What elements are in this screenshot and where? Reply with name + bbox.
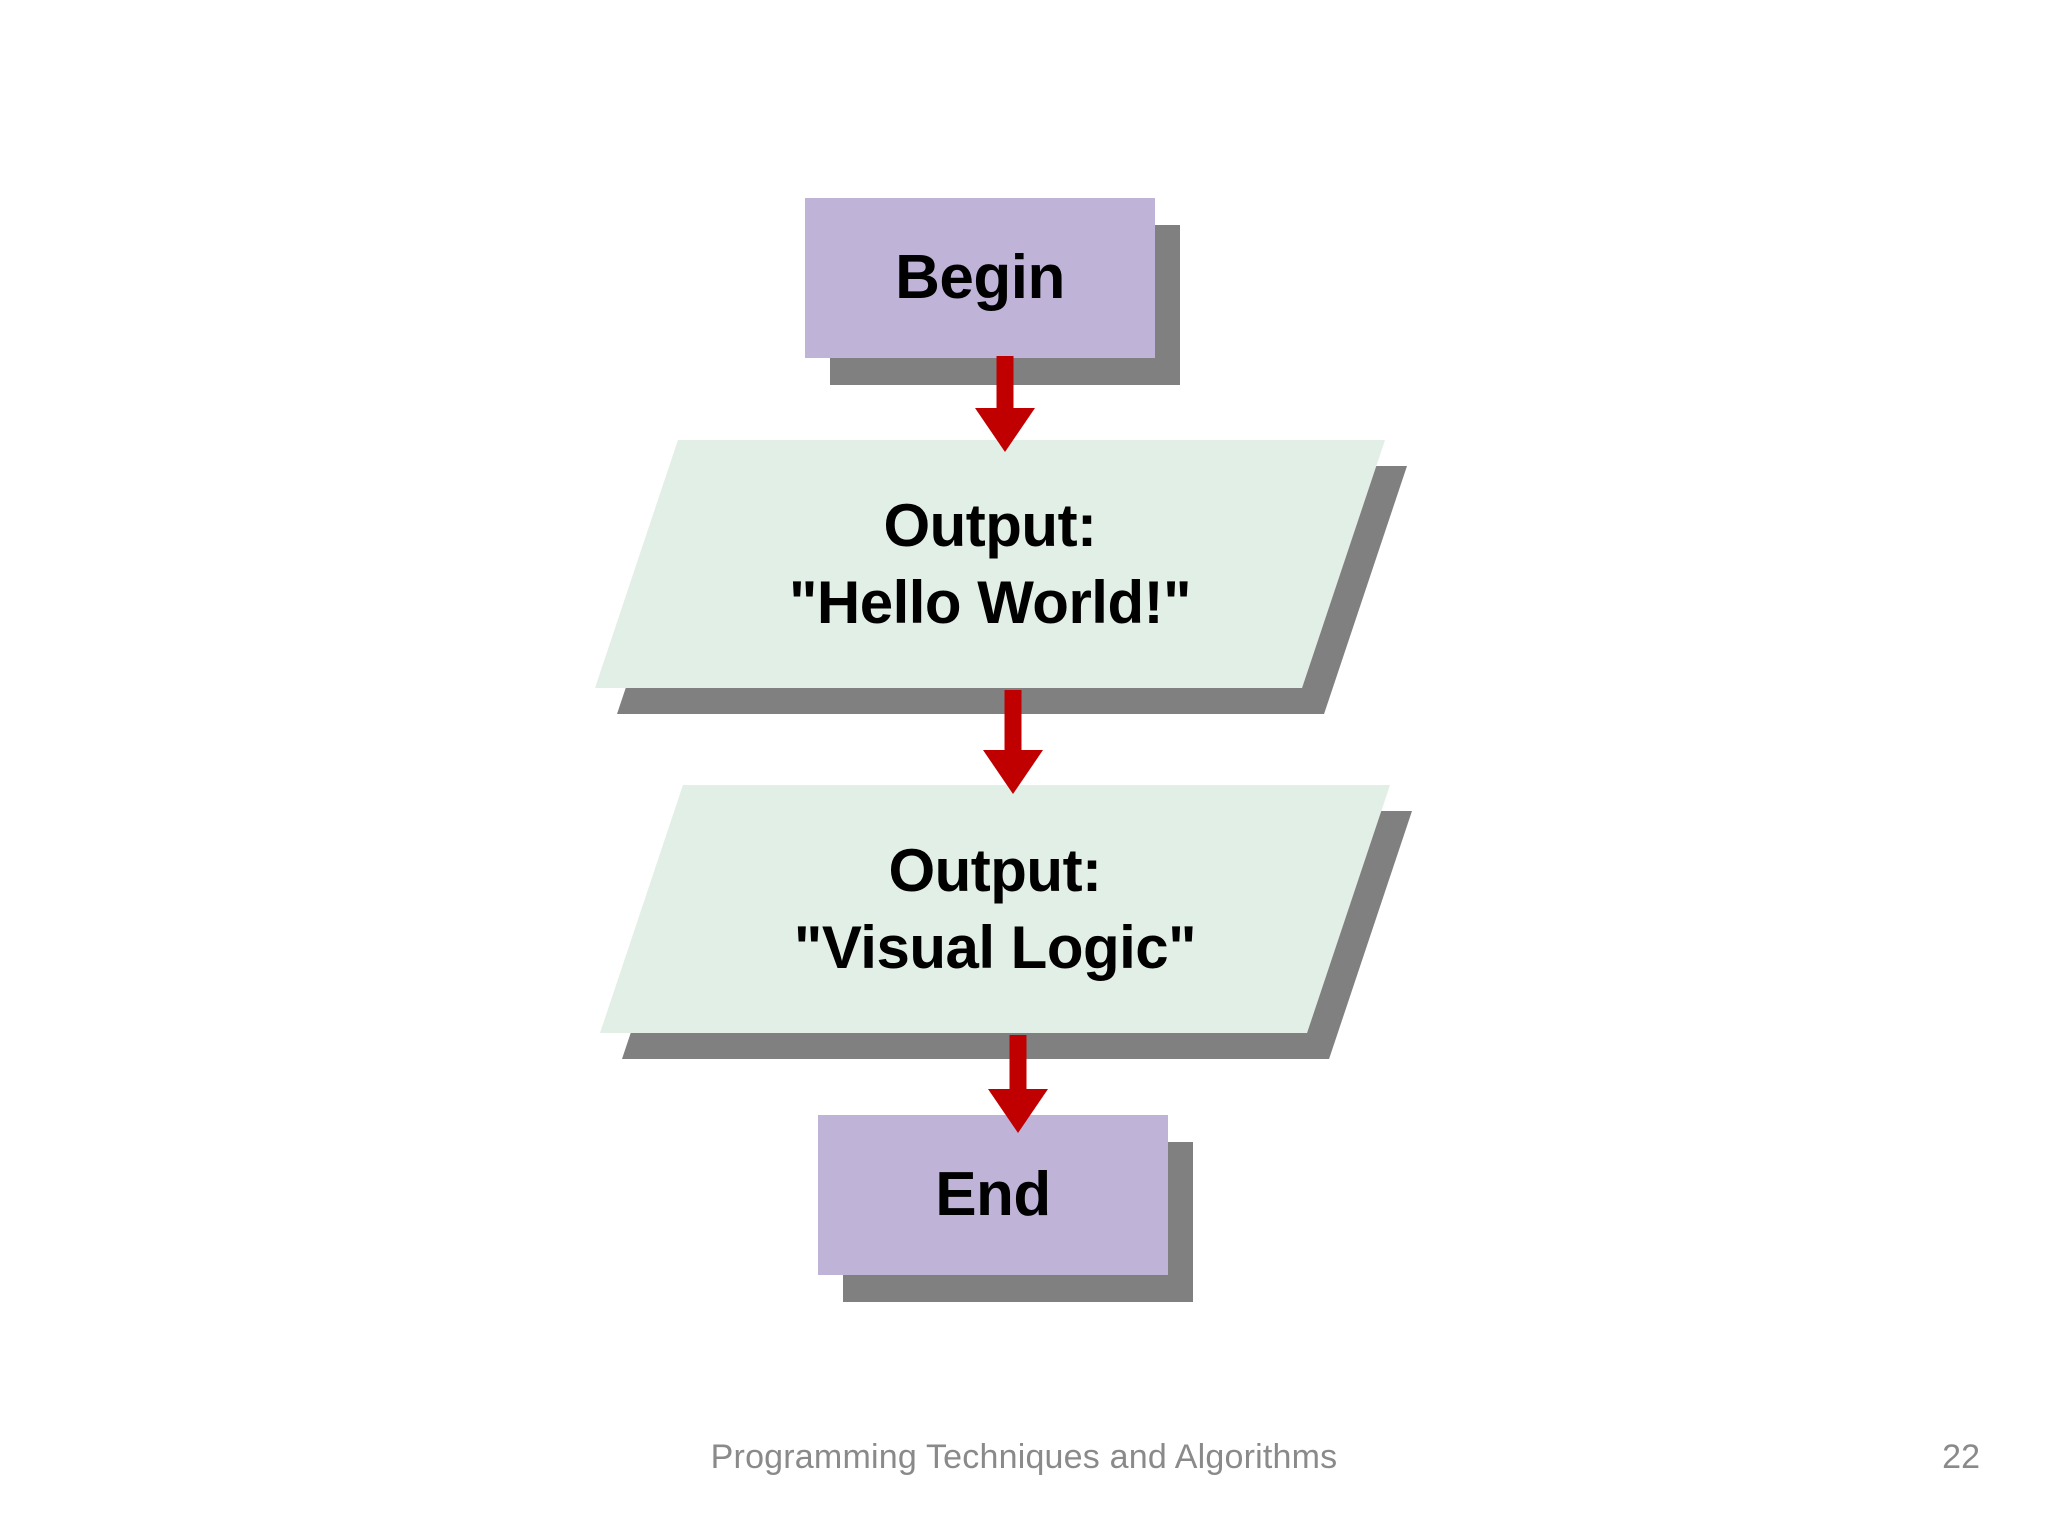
node-label-line2: "Hello World!" [788,569,1192,636]
arrow-head-icon [988,1089,1048,1133]
slide-footer: Programming Techniques and Algorithms 22 [0,1438,2048,1494]
flowchart-node-begin[interactable]: Begin [805,198,1180,385]
node-label-line1: Output: [888,836,1102,904]
footer-title: Programming Techniques and Algorithms [710,1438,1338,1476]
node-label-begin: Begin [895,243,1065,313]
arrow-stem [1004,690,1022,752]
connector-arrow-output2-to-end [988,1035,1048,1133]
slide-page-number: 22 [1942,1438,1980,1476]
node-fill [600,785,1390,1033]
node-label-output1: Output: "Hello World!" [595,440,1385,688]
node-fill [818,1115,1168,1275]
arrow-head-icon [983,750,1043,794]
node-label-line2: "Visual Logic" [793,914,1197,981]
connector-arrow-begin-to-output1 [975,356,1035,452]
node-label-line1: Output: [883,491,1097,559]
arrow-head-icon [975,408,1035,452]
flowchart-node-output2[interactable]: Output: "Visual Logic" [600,785,1412,1059]
flowchart-node-end[interactable]: End [818,1115,1193,1302]
arrow-stem [1009,1035,1027,1091]
node-label-end: End [935,1160,1051,1230]
node-fill [595,440,1385,688]
node-fill [805,198,1155,358]
arrow-stem [996,356,1014,412]
connector-arrow-output1-to-output2 [983,690,1043,794]
flowchart-node-output1[interactable]: Output: "Hello World!" [595,440,1407,714]
node-label-output2: Output: "Visual Logic" [600,785,1390,1033]
